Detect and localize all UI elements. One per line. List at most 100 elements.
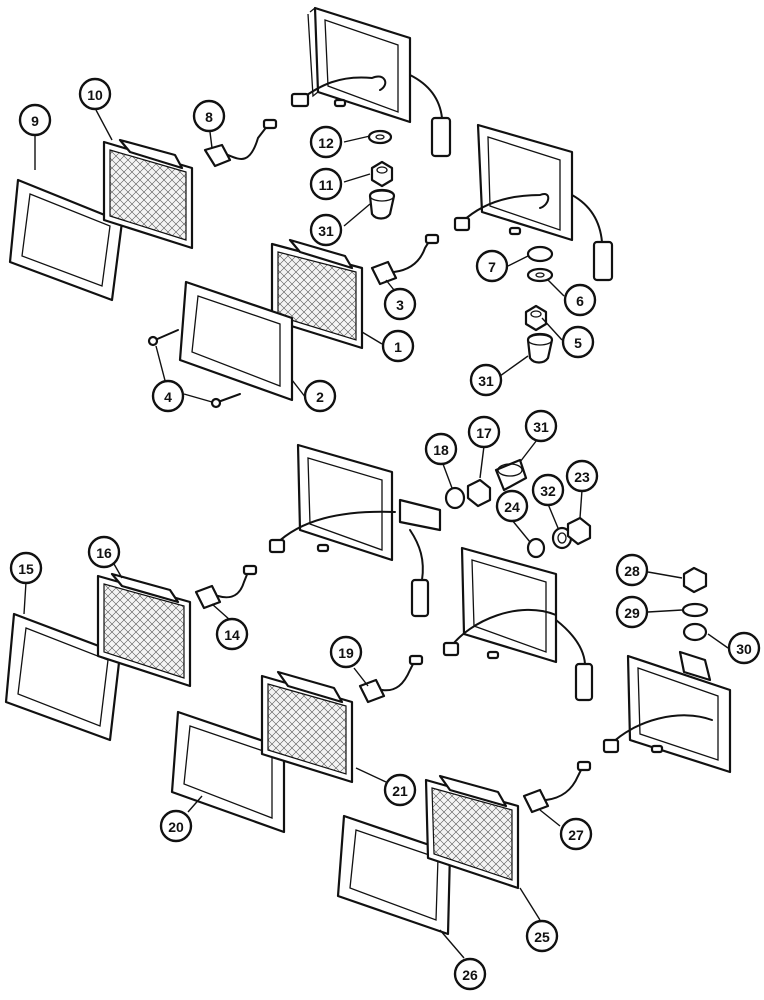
- callout-label: 15: [18, 561, 34, 577]
- callout-label: 6: [576, 293, 584, 309]
- callout-11: 11: [309, 167, 343, 201]
- callout-circle: [563, 283, 597, 317]
- callout-circle: [303, 379, 337, 413]
- callout-1: 1: [381, 329, 415, 363]
- lamp-insert-16: [96, 572, 192, 688]
- washer-30: [682, 622, 708, 642]
- callout-4: 4: [151, 379, 185, 413]
- housing-upper-right: [453, 123, 614, 282]
- boot-31-lower: [494, 458, 528, 492]
- callout-circle: [215, 617, 249, 651]
- callout-label: 7: [488, 259, 496, 275]
- washer-7: [526, 245, 554, 263]
- callout-circle: [192, 99, 226, 133]
- washer-6: [526, 267, 554, 283]
- bezel-9: [8, 178, 124, 302]
- callout-circle: [453, 957, 487, 991]
- bulb-27: [522, 760, 592, 814]
- callout-circle: [159, 809, 193, 843]
- callout-circle: [615, 553, 649, 587]
- callout-label: 8: [205, 109, 213, 125]
- callout-circle: [383, 287, 417, 321]
- callout-circle: [531, 473, 565, 507]
- bulb-19: [358, 654, 424, 704]
- callout-9: 9: [18, 103, 52, 137]
- callout-label: 1: [394, 339, 402, 355]
- callout-circle: [78, 77, 112, 111]
- washer-18: [444, 486, 466, 510]
- callout-label: 21: [392, 783, 408, 799]
- callout-label: 11: [319, 177, 334, 193]
- callout-label: 25: [534, 929, 550, 945]
- callout-label: 17: [476, 425, 492, 441]
- bulb-14: [194, 564, 258, 610]
- callout-circle: [525, 919, 559, 953]
- callout-circle: [151, 379, 185, 413]
- callout-circle: [615, 595, 649, 629]
- callout-label: 28: [624, 563, 640, 579]
- callout-27: 27: [559, 817, 593, 851]
- callout-label: 14: [224, 627, 240, 643]
- callout-circle: [329, 635, 363, 669]
- washer-12: [367, 129, 393, 145]
- callout-label: 4: [164, 389, 172, 405]
- bulb-3: [370, 233, 440, 286]
- callout-label: 31: [318, 223, 334, 239]
- callout-12: 12: [309, 125, 343, 159]
- callout-label: 29: [624, 605, 640, 621]
- lamp-insert-1: [270, 238, 364, 350]
- callout-circle: [18, 103, 52, 137]
- callout-16: 16: [87, 535, 121, 569]
- callout-15: 15: [9, 551, 43, 585]
- callout-2: 2: [303, 379, 337, 413]
- callout-label: 32: [540, 483, 556, 499]
- nut-11: [370, 160, 394, 188]
- callout-28: 28: [615, 553, 649, 587]
- callout-circle: [561, 325, 595, 359]
- callout-23: 23: [565, 459, 599, 493]
- callout-29: 29: [615, 595, 649, 629]
- callout-8: 8: [192, 99, 226, 133]
- callout-6: 6: [563, 283, 597, 317]
- callout-circle: [467, 415, 501, 449]
- screw-4b: [210, 393, 241, 409]
- callout-label: 3: [396, 297, 404, 313]
- callout-label: 5: [574, 335, 582, 351]
- callout-circle: [469, 363, 503, 397]
- housing-lower-far-right: [602, 650, 732, 774]
- bezel-20: [170, 710, 286, 834]
- callout-circle: [309, 125, 343, 159]
- housing-lower-right: [442, 546, 594, 702]
- callout-circle: [565, 459, 599, 493]
- lamp-insert-10: [102, 138, 194, 250]
- callout-circle: [727, 631, 761, 665]
- callout-label: 31: [478, 373, 494, 389]
- callout-label: 31: [533, 419, 549, 435]
- callout-26: 26: [453, 957, 487, 991]
- callout-circle: [383, 773, 417, 807]
- lamp-insert-21: [260, 670, 354, 784]
- callout-31b: 31: [469, 363, 503, 397]
- nut-17: [466, 478, 492, 508]
- washer-24: [526, 537, 546, 559]
- boot-31-right: [526, 332, 554, 364]
- callout-25: 25: [525, 919, 559, 953]
- callout-14: 14: [215, 617, 249, 651]
- bulb-8: [203, 118, 278, 168]
- callout-19: 19: [329, 635, 363, 669]
- callout-label: 9: [31, 113, 39, 129]
- callout-label: 19: [338, 645, 354, 661]
- boot-31-upper: [368, 188, 396, 220]
- callout-label: 10: [87, 87, 103, 103]
- callout-31c: 31: [524, 409, 558, 443]
- bezel-26: [336, 814, 452, 936]
- callout-circle: [495, 489, 529, 523]
- callout-circle: [309, 213, 343, 247]
- callout-3: 3: [383, 287, 417, 321]
- housing-lower-center: [268, 443, 442, 618]
- callout-label: 26: [462, 967, 478, 983]
- callout-label: 30: [736, 641, 752, 657]
- nut-5: [524, 304, 548, 332]
